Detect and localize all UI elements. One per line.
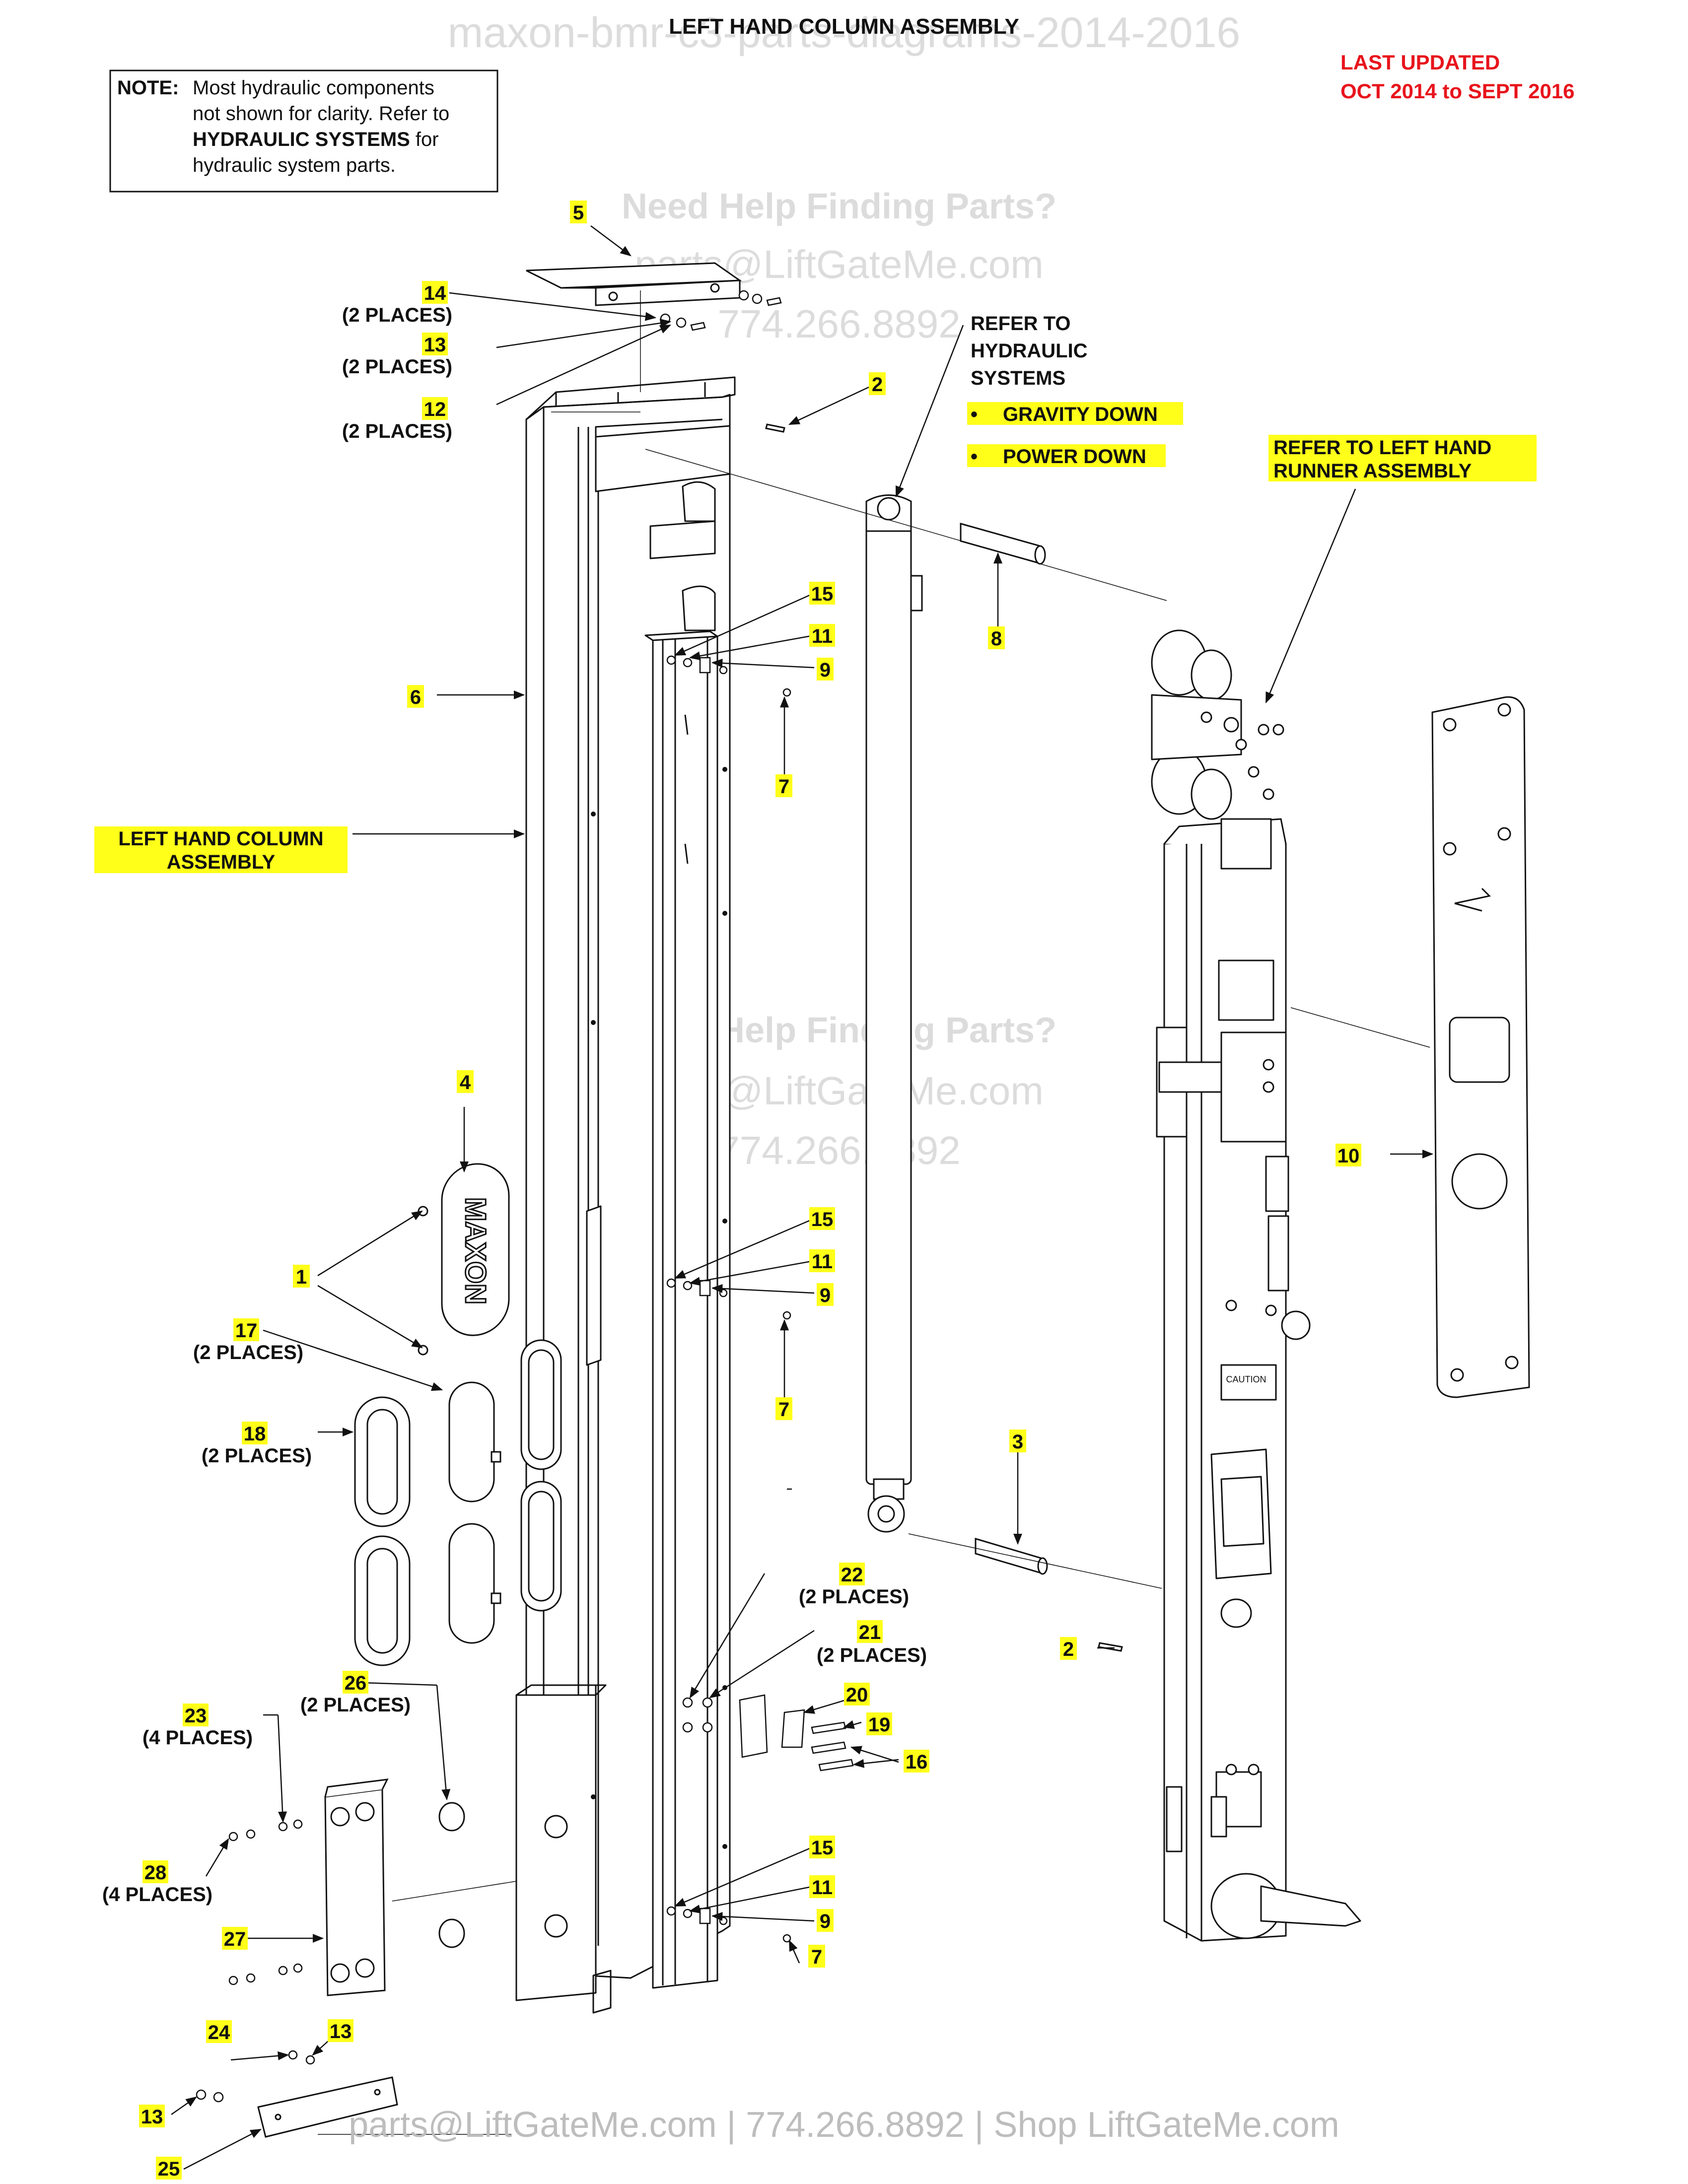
- refer-hydraulic-3: SYSTEMS: [971, 367, 1065, 389]
- bullet-1: •: [971, 404, 978, 425]
- grommets: [354, 1381, 501, 1666]
- label-7-a: 7: [778, 776, 789, 798]
- note-box: NOTE: Most hydraulic components not show…: [109, 69, 498, 193]
- label-22-places: (2 PLACES): [799, 1586, 909, 1608]
- label-12: 12: [424, 399, 446, 420]
- label-15-a: 15: [811, 583, 834, 605]
- label-23: 23: [185, 1705, 207, 1727]
- label-16: 16: [906, 1751, 928, 1773]
- note-line-4: hydraulic system parts.: [193, 154, 396, 176]
- label-9-a: 9: [820, 659, 831, 681]
- label-9-c: 9: [820, 1911, 831, 1932]
- last-updated-label: LAST UPDATED: [1340, 51, 1500, 74]
- label-19: 19: [868, 1714, 891, 1736]
- label-12-places: (2 PLACES): [342, 420, 452, 442]
- label-26-places: (2 PLACES): [300, 1694, 411, 1716]
- pins: [765, 423, 1123, 1652]
- label-4: 4: [460, 1072, 471, 1093]
- part-4-logo-plate: MAXON: [418, 1163, 510, 1356]
- label-11-a: 11: [812, 625, 833, 647]
- footer-watermark: parts@LiftGateMe.com | 774.266.8892 | Sh…: [349, 2105, 1339, 2145]
- maxon-logo-text: MAXON: [459, 1197, 492, 1304]
- label-26: 26: [345, 1672, 367, 1694]
- label-21: 21: [859, 1622, 881, 1643]
- watermark-help-1: Need Help Finding Parts?: [622, 187, 1056, 226]
- label-11-b: 11: [812, 1251, 833, 1273]
- label-13-top: 13: [424, 334, 446, 356]
- refer-runner-2: RUNNER ASSEMBLY: [1273, 460, 1472, 482]
- leader-lines: [171, 225, 1434, 2170]
- label-17: 17: [235, 1320, 258, 1342]
- runner-assembly: CAUTION: [1151, 629, 1361, 1942]
- watermark-phone-1: 774.266.8892: [717, 302, 960, 346]
- note-label: NOTE:: [117, 77, 179, 99]
- refer-hydraulic-2: HYDRAULIC: [971, 340, 1088, 362]
- label-13-places: (2 PLACES): [342, 356, 452, 378]
- label-18-places: (2 PLACES): [202, 1445, 312, 1467]
- left-hand-column: [515, 376, 736, 2014]
- label-13-right: 13: [330, 2021, 352, 2043]
- last-updated-range: OCT 2014 to SEPT 2016: [1340, 79, 1575, 103]
- label-24: 24: [208, 2022, 230, 2044]
- ghost-title: maxon-bmr-c3-parts-diagrams-2014-2016: [448, 9, 1240, 57]
- label-9-b: 9: [820, 1285, 831, 1306]
- label-3: 3: [1012, 1431, 1023, 1453]
- label-15-c: 15: [811, 1837, 834, 1859]
- label-28: 28: [144, 1862, 167, 1884]
- label-7-c: 7: [811, 1946, 822, 1968]
- part-5-cover: [526, 262, 742, 306]
- lhc-label-1: LEFT HAND COLUMN: [118, 828, 323, 850]
- highlights: [94, 201, 1537, 2180]
- label-11-c: 11: [812, 1877, 833, 1899]
- part-10-plate: [1431, 696, 1530, 1398]
- label-8: 8: [991, 628, 1002, 650]
- label-23-places: (4 PLACES): [142, 1727, 253, 1749]
- power-down-label: POWER DOWN: [1003, 446, 1146, 468]
- hydraulic-cylinder: [865, 494, 923, 1533]
- gravity-down-label: GRAVITY DOWN: [1003, 404, 1158, 425]
- svg-text:CAUTION: CAUTION: [1226, 1374, 1266, 1384]
- page-title: LEFT HAND COLUMN ASSEMBLY: [669, 14, 1019, 39]
- note-line-3-bold: HYDRAULIC SYSTEMS: [193, 129, 410, 150]
- label-13-left: 13: [141, 2106, 163, 2128]
- bullet-2: •: [971, 446, 978, 468]
- note-line-3-rest: for: [410, 129, 439, 150]
- label-22: 22: [841, 1564, 863, 1586]
- refer-hydraulic-1: REFER TO: [971, 313, 1071, 335]
- note-line-1: Most hydraulic components: [193, 77, 434, 99]
- label-20: 20: [846, 1684, 868, 1706]
- note-line-3: HYDRAULIC SYSTEMS for: [193, 129, 439, 150]
- watermark-phone-2: 774.266.8892: [717, 1128, 960, 1172]
- label-17-places: (2 PLACES): [193, 1342, 303, 1364]
- label-21-places: (2 PLACES): [817, 1644, 927, 1666]
- hardware: [196, 290, 854, 2103]
- refer-runner-1: REFER TO LEFT HAND: [1273, 437, 1491, 459]
- label-1: 1: [296, 1266, 307, 1288]
- label-2-bottom: 2: [1063, 1638, 1074, 1660]
- label-7-b: 7: [778, 1399, 789, 1421]
- label-5: 5: [573, 202, 584, 224]
- label-28-places: (4 PLACES): [102, 1884, 212, 1906]
- part-27-plate: [257, 1778, 465, 2138]
- label-25: 25: [158, 2158, 180, 2180]
- label-15-b: 15: [811, 1209, 834, 1230]
- label-27: 27: [224, 1928, 246, 1950]
- label-18: 18: [244, 1423, 266, 1445]
- label-14: 14: [424, 282, 446, 304]
- label-10: 10: [1337, 1145, 1360, 1167]
- lhc-label-2: ASSEMBLY: [167, 851, 276, 873]
- label-2-top: 2: [872, 374, 883, 396]
- note-line-2: not shown for clarity. Refer to: [193, 103, 449, 125]
- label-14-places: (2 PLACES): [342, 304, 452, 326]
- label-6: 6: [410, 686, 421, 708]
